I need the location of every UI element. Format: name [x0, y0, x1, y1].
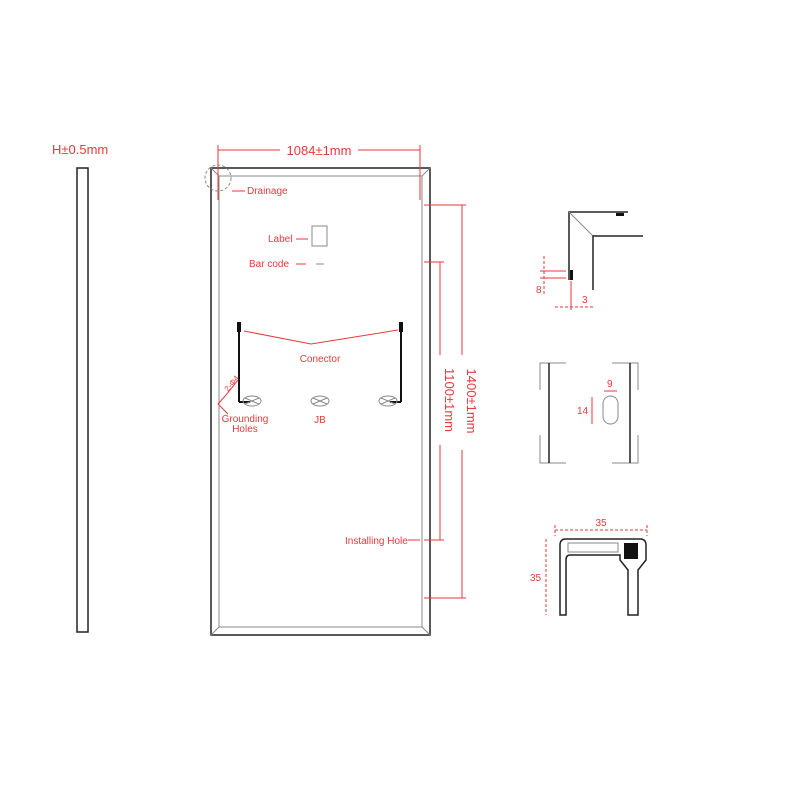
barcode-label: Bar code — [249, 259, 289, 270]
label-box — [311, 225, 328, 247]
grounding-label-2: Holes — [232, 424, 258, 435]
width-label: 1084±1mm — [287, 143, 352, 158]
side-view: H±0.5mm — [52, 142, 108, 633]
thickness-label: H±0.5mm — [52, 142, 108, 157]
hole-spacing-label: 1100±1mm — [442, 368, 457, 432]
connector-label: Conector — [300, 354, 341, 365]
grounding-label-1: Grounding — [222, 414, 269, 425]
label-label: Label — [268, 234, 292, 245]
dim-frame-height: 35 — [530, 573, 542, 584]
drainage-marker — [204, 164, 232, 192]
detail-installing-hole: 9 14 — [539, 362, 639, 464]
installing-hole-label: Installing Hole — [345, 536, 408, 547]
connector-right — [399, 322, 403, 332]
front-view: 1084±1mm Drainage Label Bar code Conecto… — [204, 143, 479, 636]
drainage-label: Drainage — [247, 186, 288, 197]
panel-frame-outer — [210, 167, 431, 636]
dim-frame-width: 35 — [595, 518, 607, 529]
frame-profile — [559, 538, 647, 616]
dim-3: 3 — [582, 295, 588, 306]
detail-frame-section: 35 35 — [530, 518, 648, 616]
connector-left — [237, 322, 241, 332]
junction-boxes — [242, 395, 398, 407]
height-label: 1400±1mm — [464, 369, 479, 434]
side-profile — [76, 167, 89, 633]
jb-label: JB — [314, 415, 326, 426]
dim-14: 14 — [577, 406, 589, 417]
slot-hole — [602, 395, 619, 425]
dim-9: 9 — [607, 379, 613, 390]
detail-drainage: 8 3 — [536, 211, 643, 310]
dim-8: 8 — [536, 285, 542, 296]
panel-frame-inner — [218, 175, 423, 628]
